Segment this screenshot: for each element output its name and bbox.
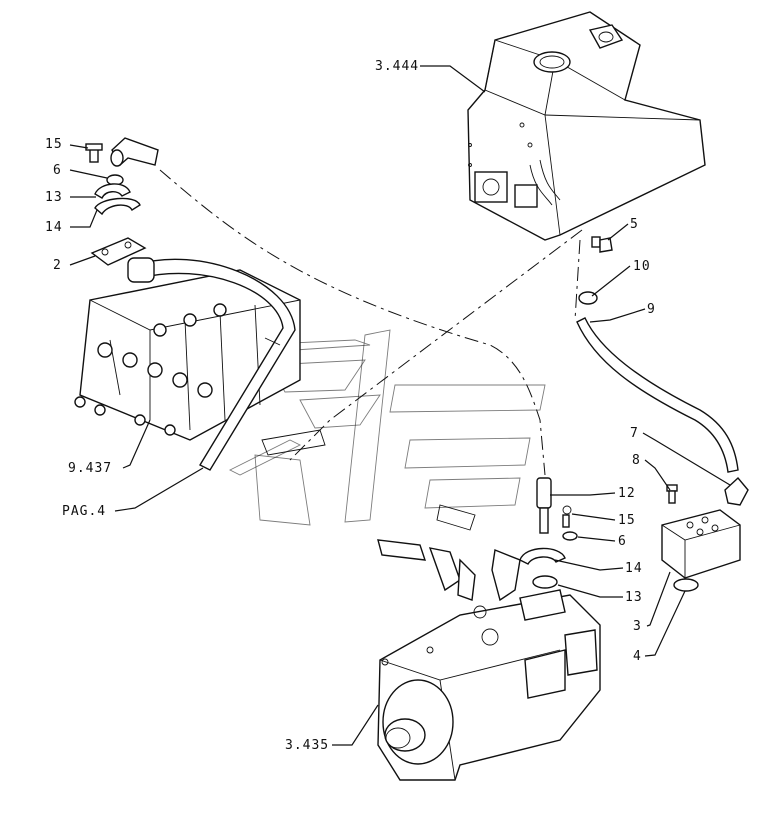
callout-labels: 3.444 15 6 13 14 2 5 10 9 7 8 9.437 PAG.… [45, 59, 656, 753]
callout-3: 3 [633, 619, 642, 634]
fitting-12 [536, 477, 572, 534]
plug-5 [591, 236, 613, 253]
callout-13-upper: 13 [45, 190, 63, 205]
callout-12: 12 [618, 486, 636, 501]
hydraulic-pump [377, 589, 601, 781]
washer-6-lower [562, 531, 578, 541]
callout-5: 5 [630, 217, 639, 232]
callout-13-lower: 13 [625, 590, 643, 605]
fitting-15-upper [85, 143, 103, 163]
center-fittings [261, 429, 521, 602]
callout-6-lower: 6 [618, 534, 627, 549]
oring-4 [673, 578, 699, 592]
half-flange-14-lower [519, 547, 566, 565]
callout-14-upper: 14 [45, 220, 63, 235]
callout-9437: 9.437 [68, 461, 112, 476]
callout-15-upper: 15 [45, 137, 63, 152]
routing-line-c [574, 239, 581, 321]
bolt-8 [666, 484, 678, 504]
elbow-fitting-7 [724, 476, 749, 506]
leader-lines [69, 65, 731, 746]
callout-8: 8 [632, 453, 641, 468]
half-flange-13-upper [94, 183, 131, 199]
callout-15-lower: 15 [618, 513, 636, 528]
callout-10: 10 [633, 259, 651, 274]
callout-3444: 3.444 [375, 59, 419, 74]
callout-7: 7 [630, 426, 639, 441]
callout-3435: 3.435 [285, 738, 329, 753]
return-hose [127, 257, 296, 471]
callout-14-lower: 14 [625, 561, 643, 576]
routing-line-a [159, 169, 546, 476]
callout-4: 4 [633, 649, 642, 664]
flange-plate-2 [90, 237, 147, 266]
callout-2: 2 [53, 258, 62, 273]
adapter-block-3 [661, 509, 741, 579]
hose-9 [576, 317, 739, 473]
callout-9: 9 [647, 302, 656, 317]
callout-6-upper: 6 [53, 163, 62, 178]
half-flange-14-upper [94, 197, 141, 216]
callout-pag4: PAG.4 [62, 504, 106, 519]
hydraulic-tank [467, 11, 706, 241]
oring-13-lower [532, 575, 558, 589]
watermark-logo [228, 329, 546, 526]
routing-line-b [289, 229, 583, 461]
elbow-fitting-upper [110, 137, 159, 167]
valve-plugs [74, 303, 227, 436]
